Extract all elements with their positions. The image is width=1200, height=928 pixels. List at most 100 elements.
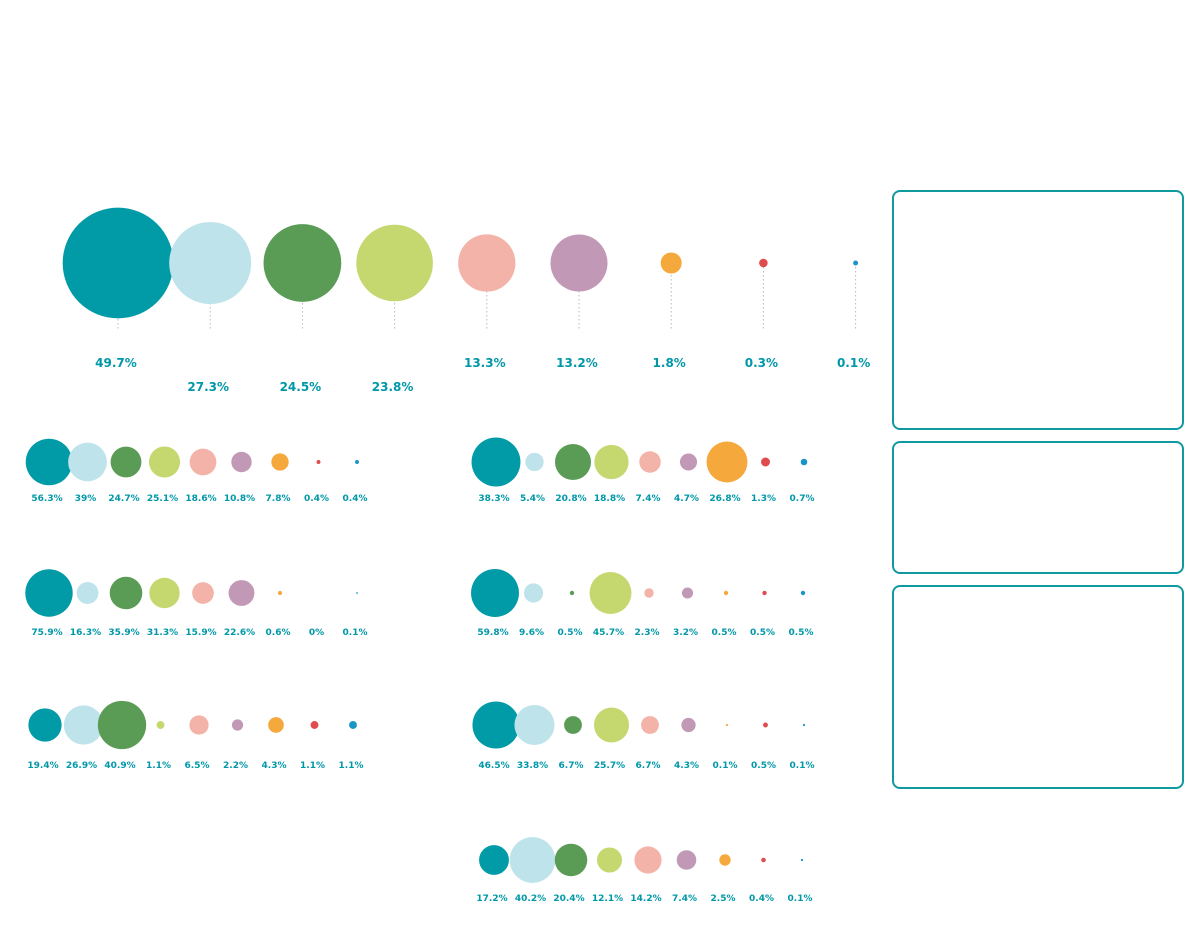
bubble-label-small-7-9: 0.1%: [788, 894, 813, 904]
bubble-small-7-7: [719, 854, 731, 866]
bubble-label-small-3-8: 0%: [309, 628, 324, 638]
bubble-small-6-8: [763, 722, 768, 728]
bubble-small-6-9: [802, 723, 806, 727]
bubble-main-6: [550, 234, 608, 292]
bubble-label-small-4-9: 0.5%: [789, 628, 814, 638]
bubble-label-small-5-7: 4.3%: [262, 761, 287, 771]
bubble-small-5-4: [156, 721, 165, 729]
bubble-label-small-3-9: 0.1%: [343, 628, 368, 638]
bubble-small-1-4: [148, 446, 181, 478]
bubble-label-small-3-7: 0.6%: [266, 628, 291, 638]
bubble-main-1: [62, 207, 174, 319]
bubble-label-small-6-8: 0.5%: [751, 761, 776, 771]
bubble-label-small-3-3: 35.9%: [108, 628, 139, 638]
bubble-small-5-6: [231, 719, 244, 731]
bubble-small-4-6: [681, 587, 694, 599]
bubble-label-small-4-2: 9.6%: [519, 628, 544, 638]
bubble-chart-main: 49.7%27.3%24.5%23.8%13.3%13.2%1.8%0.3%0.…: [62, 207, 870, 394]
bubble-label-small-7-1: 17.2%: [476, 894, 507, 904]
bubble-main-3: [263, 224, 342, 302]
bubble-label-small-2-4: 18.8%: [594, 494, 625, 504]
bubble-small-2-4: [594, 444, 629, 480]
bubble-small-6-2: [514, 704, 555, 746]
bubble-small-4-5: [644, 588, 654, 598]
bubble-small-3-6: [228, 580, 255, 606]
bubble-label-small-2-2: 5.4%: [520, 494, 545, 504]
bubble-main-9: [853, 260, 859, 266]
bubble-label-small-7-5: 14.2%: [630, 894, 661, 904]
bubble-label-small-1-1: 56.3%: [31, 494, 62, 504]
bubble-label-main-8: 0.3%: [745, 356, 778, 370]
bubble-label-small-7-4: 12.1%: [592, 894, 623, 904]
bubble-chart-small-7: 17.2%40.2%20.4%12.1%14.2%7.4%2.5%0.4%0.1…: [476, 837, 812, 904]
bubble-small-2-3: [554, 443, 592, 481]
bubble-label-small-5-1: 19.4%: [27, 761, 58, 771]
bubble-small-6-6: [681, 717, 696, 733]
bubble-chart-small-5: 19.4%26.9%40.9%1.1%6.5%2.2%4.3%1.1%1.1%: [27, 700, 363, 771]
bubble-label-small-3-5: 15.9%: [185, 628, 216, 638]
bubble-label-small-7-3: 20.4%: [553, 894, 584, 904]
bubble-label-main-6: 13.2%: [556, 356, 598, 370]
bubble-small-3-7: [277, 590, 283, 596]
bubble-label-small-5-6: 2.2%: [223, 761, 248, 771]
bubble-chart-small-3: 75.9%16.3%35.9%31.3%15.9%22.6%0.6%0%0.1%: [25, 569, 367, 638]
bubble-label-small-6-2: 33.8%: [517, 761, 548, 771]
bubble-chart-small-4: 59.8%9.6%0.5%45.7%2.3%3.2%0.5%0.5%0.5%: [471, 569, 813, 638]
bubble-label-small-2-1: 38.3%: [478, 494, 509, 504]
bubble-small-6-5: [641, 716, 659, 734]
bubble-label-small-1-8: 0.4%: [304, 494, 329, 504]
bubble-label-main-7: 1.8%: [653, 356, 686, 370]
bubble-chart-small-6: 46.5%33.8%6.7%25.7%6.7%4.3%0.1%0.5%0.1%: [472, 701, 814, 771]
bubble-label-small-4-5: 2.3%: [635, 628, 660, 638]
bubble-small-5-3: [97, 700, 147, 750]
bubble-small-6-3: [564, 716, 582, 734]
bubble-small-2-5: [639, 451, 661, 473]
bubble-label-main-4: 23.8%: [372, 380, 414, 394]
bubble-label-small-5-3: 40.9%: [104, 761, 135, 771]
bubble-small-3-5: [192, 582, 214, 604]
bubble-small-5-2: [63, 705, 104, 745]
bubble-main-8: [759, 258, 768, 268]
bubble-small-5-7: [268, 717, 284, 733]
bubble-label-main-9: 0.1%: [837, 356, 870, 370]
bubble-label-small-4-1: 59.8%: [477, 628, 508, 638]
bubble-label-small-4-6: 3.2%: [673, 628, 698, 638]
bubble-small-4-3: [569, 590, 575, 596]
bubble-small-7-8: [761, 857, 766, 863]
bubble-small-7-3: [554, 843, 588, 877]
bubble-small-5-5: [189, 715, 209, 735]
bubble-small-7-4: [596, 847, 623, 873]
bubble-label-small-5-8: 1.1%: [300, 761, 325, 771]
bubble-small-3-9: [356, 592, 358, 594]
bubble-small-1-2: [68, 442, 107, 482]
bubble-small-4-7: [723, 590, 729, 596]
bubble-label-small-6-1: 46.5%: [478, 761, 509, 771]
bubble-main-5: [458, 234, 516, 292]
bubble-label-small-2-5: 7.4%: [636, 494, 661, 504]
bubble-main-2: [169, 221, 252, 305]
bubble-label-small-4-8: 0.5%: [750, 628, 775, 638]
bubble-small-5-1: [28, 708, 62, 742]
side-panel-top: [892, 190, 1184, 430]
bubble-small-6-1: [472, 701, 520, 749]
bubble-small-1-5: [189, 448, 217, 476]
bubble-label-small-6-5: 6.7%: [636, 761, 661, 771]
bubble-small-7-5: [634, 846, 662, 874]
bubble-small-4-9: [800, 590, 806, 596]
bubble-small-6-7: [725, 723, 729, 727]
bubble-small-1-8: [316, 460, 321, 464]
bubble-label-small-6-4: 25.7%: [594, 761, 625, 771]
bubble-small-7-6: [676, 850, 697, 870]
bubble-label-small-2-6: 4.7%: [674, 494, 699, 504]
bubble-label-small-4-7: 0.5%: [712, 628, 737, 638]
bubble-small-1-9: [355, 460, 359, 464]
bubble-label-small-5-5: 6.5%: [185, 761, 210, 771]
side-panel-bottom: [892, 585, 1184, 789]
bubble-small-4-1: [471, 569, 519, 617]
bubble-label-small-2-7: 26.8%: [709, 494, 740, 504]
bubble-label-small-4-3: 0.5%: [558, 628, 583, 638]
bubble-main-7: [660, 252, 682, 274]
bubble-small-6-4: [594, 707, 629, 743]
bubble-small-1-1: [25, 438, 73, 486]
bubble-label-small-3-2: 16.3%: [70, 628, 101, 638]
